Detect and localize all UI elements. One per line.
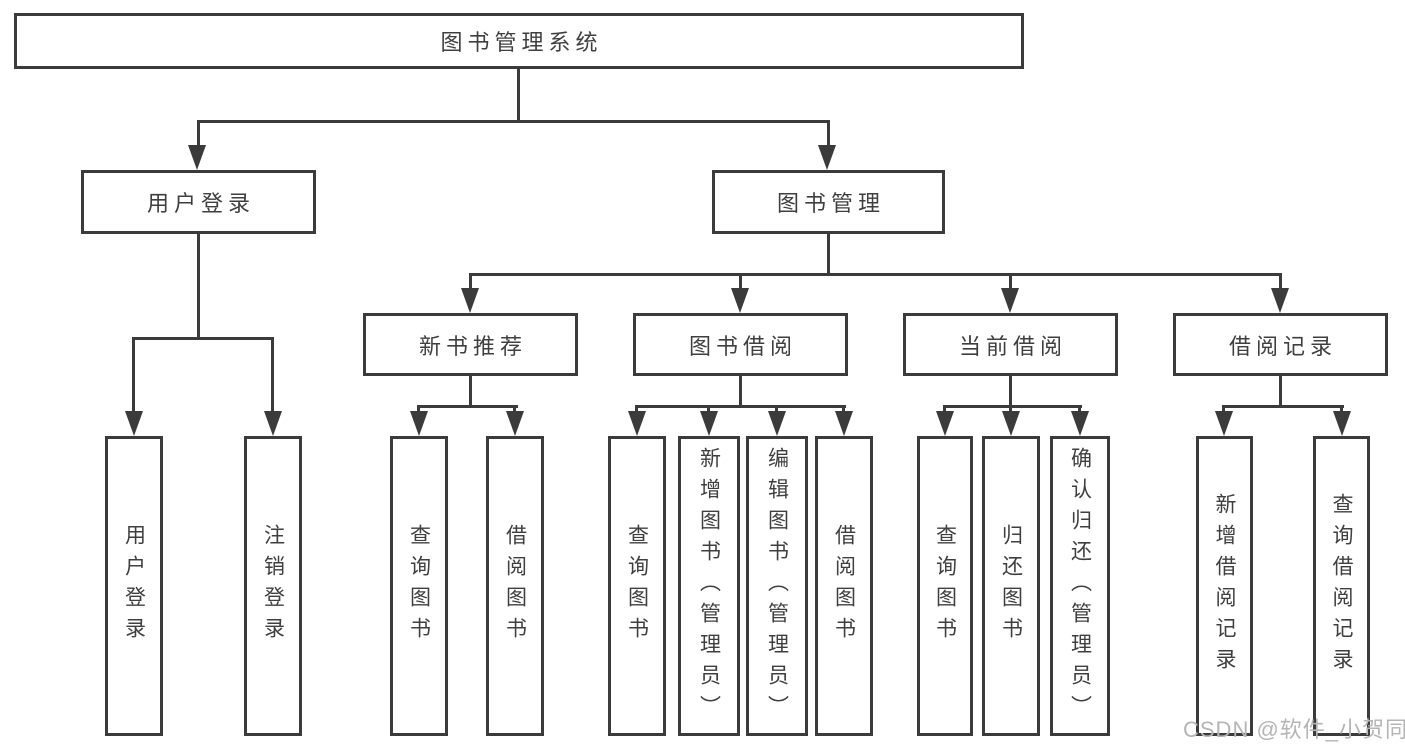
arrowhead-down-icon: [125, 411, 143, 436]
connector-drop-leaf: [513, 405, 516, 414]
leaf-label: 查询图书: [407, 524, 431, 648]
leaf-borrow-books: 借阅图书: [815, 436, 873, 736]
node-label: 用户登录: [146, 191, 255, 216]
arrowhead-down-icon: [410, 411, 428, 436]
connector-drop-level3: [1279, 273, 1282, 290]
leaf-label: 编辑图书（管理员）: [765, 446, 789, 726]
connector-current-borrow-stem: [1009, 376, 1012, 407]
arrowhead-down-icon: [188, 145, 206, 170]
arrowhead-down-icon: [1333, 411, 1351, 436]
leaf-confirm-return-admin: 确认归还（管理员）: [1050, 436, 1110, 736]
leaf-add-books-admin: 新增图书（管理员）: [678, 436, 740, 736]
connector-drop-leaf: [775, 405, 778, 414]
leaf-label: 用户登录: [122, 524, 146, 648]
node-label: 图书管理: [776, 191, 885, 216]
connector-drop-leaf: [707, 405, 710, 414]
connector-book-borrow-stem: [739, 376, 742, 407]
leaf-add-borrow-record: 新增借阅记录: [1196, 436, 1253, 736]
leaf-query-borrow-record: 查询借阅记录: [1313, 436, 1370, 736]
arrowhead-down-icon: [731, 288, 749, 313]
leaf-user-login: 用户登录: [105, 436, 163, 736]
leaf-label: 查询借阅记录: [1330, 493, 1353, 679]
node-borrow-records: 借阅记录: [1173, 313, 1388, 376]
connector-user-login-split: [132, 337, 274, 340]
arrowhead-down-icon: [461, 288, 479, 313]
csdn-watermark: CSDN @软件_小贺同学: [1183, 717, 1405, 742]
leaf-label: 查询图书: [933, 524, 957, 648]
connector-book-management-stem: [827, 233, 830, 275]
node-root-system: 图书管理系统: [14, 13, 1024, 69]
node-label: 借阅记录: [1228, 333, 1337, 359]
arrowhead-down-icon: [768, 411, 786, 436]
leaf-edit-books-admin: 编辑图书（管理员）: [746, 436, 808, 736]
leaf-logout: 注销登录: [244, 436, 302, 736]
connector-drop-user-login: [197, 120, 200, 147]
leaf-label: 借阅图书: [832, 524, 856, 648]
arrowhead-down-icon: [1271, 288, 1289, 313]
arrowhead-down-icon: [1002, 411, 1020, 436]
connector-root-split: [197, 120, 830, 123]
arrowhead-down-icon: [264, 411, 282, 436]
connector-borrow-records-split: [1222, 405, 1344, 408]
connector-drop-leaf: [1340, 405, 1343, 414]
connector-current-borrow-split: [943, 405, 1082, 408]
connector-new-book-split: [417, 405, 518, 408]
arrowhead-down-icon: [1071, 411, 1089, 436]
node-label: 图书借阅: [688, 333, 797, 359]
connector-book-borrow-split: [635, 405, 846, 408]
leaf-query-books-current: 查询图书: [917, 436, 973, 736]
leaf-borrow-books-recommend: 借阅图书: [486, 436, 544, 736]
node-label: 新书推荐: [418, 333, 527, 359]
leaf-return-books: 归还图书: [982, 436, 1040, 736]
connector-user-login-stem: [197, 233, 200, 340]
arrowhead-down-icon: [936, 411, 954, 436]
connector-drop-leaf: [1009, 405, 1012, 414]
leaf-label: 新增图书（管理员）: [697, 446, 721, 726]
arrowhead-down-icon: [1001, 288, 1019, 313]
arrowhead-down-icon: [506, 411, 524, 436]
connector-drop-book-management: [827, 120, 830, 147]
arrowhead-down-icon: [700, 411, 718, 436]
leaf-label: 注销登录: [261, 524, 285, 648]
node-user-login-group: 用户登录: [81, 170, 316, 234]
connector-drop-leaf: [943, 405, 946, 414]
connector-drop-leaf: [842, 405, 845, 414]
connector-root-stem: [517, 69, 520, 120]
leaf-label: 查询图书: [625, 524, 649, 648]
arrowhead-down-icon: [835, 411, 853, 436]
connector-drop-leaf: [1222, 405, 1225, 414]
connector-borrow-records-stem: [1279, 376, 1282, 407]
connector-drop-leaf: [417, 405, 420, 414]
connector-drop-level3: [739, 273, 742, 290]
arrowhead-down-icon: [628, 411, 646, 436]
connector-book-management-split: [469, 273, 1282, 276]
leaf-label: 借阅图书: [503, 524, 527, 648]
node-book-borrow: 图书借阅: [633, 313, 848, 376]
connector-drop-leaf: [1078, 405, 1081, 414]
connector-drop-level3: [1009, 273, 1012, 290]
leaf-label: 新增借阅记录: [1213, 493, 1236, 679]
arrowhead-down-icon: [818, 145, 836, 170]
node-label: 当前借阅: [958, 333, 1067, 359]
arrowhead-down-icon: [1215, 411, 1233, 436]
node-book-management: 图书管理: [712, 170, 945, 234]
node-current-borrow: 当前借阅: [903, 313, 1118, 376]
node-label: 图书管理系统: [440, 30, 603, 55]
leaf-label: 归还图书: [999, 524, 1023, 648]
leaf-query-books-borrow: 查询图书: [608, 436, 666, 736]
connector-drop-leaf: [271, 337, 274, 413]
connector-drop-leaf: [635, 405, 638, 414]
connector-drop-leaf: [132, 337, 135, 413]
connector-new-book-stem: [469, 376, 472, 407]
leaf-query-books-recommend: 查询图书: [390, 436, 448, 736]
connector-drop-level3: [469, 273, 472, 290]
leaf-label: 确认归还（管理员）: [1068, 446, 1092, 726]
node-new-book-recommend: 新书推荐: [363, 313, 578, 376]
